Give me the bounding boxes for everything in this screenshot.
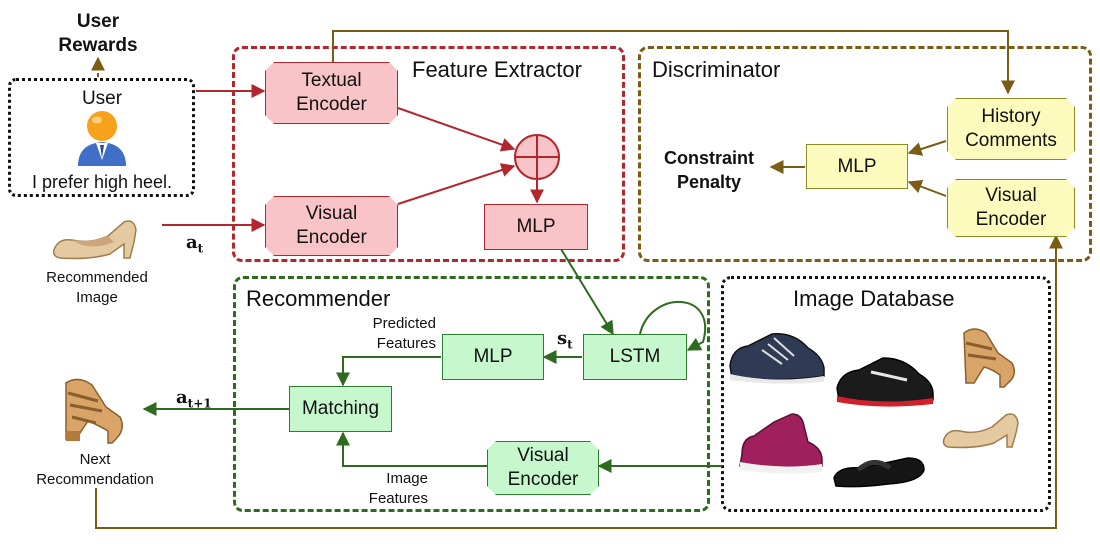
action-t1-base: a (176, 387, 188, 408)
database-sneaker-blue-image (729, 333, 825, 384)
constraint-penalty-line2: Penalty (676, 172, 742, 192)
recommended-shoe-image (52, 220, 137, 260)
database-sandal-image (833, 457, 925, 488)
state-t-base: s (557, 328, 568, 349)
predicted-features-label: Predicted Features (346, 314, 436, 354)
recommended-image-line1: Recommended (46, 269, 148, 286)
image-features-line2: Features (368, 490, 428, 507)
action-t1-label: at+1 (176, 387, 212, 411)
lstm-box: LSTM (583, 334, 687, 380)
textual-encoder-line2: Encoder (296, 94, 367, 115)
user-caption: I prefer high heel. (31, 172, 173, 192)
rec-mlp-box: MLP (442, 334, 544, 380)
database-heel-wedge-image (963, 328, 1015, 388)
user-rewards-label: User Rewards (40, 10, 156, 58)
predicted-features-line1: Predicted (372, 315, 436, 332)
next-recommendation-label: Next Recommendation (20, 450, 170, 490)
action-t-label: at (186, 232, 203, 256)
history-comments-line1: History (981, 106, 1041, 127)
database-pump-image (942, 413, 1019, 449)
next-recommendation-line1: Next (79, 451, 111, 468)
arrow-visual-to-disc-mlp (907, 179, 947, 197)
matching-box: Matching (289, 386, 392, 432)
disc-mlp-box: MLP (806, 144, 908, 189)
arrow-visual-encoder-to-matching (336, 431, 487, 467)
arrow-mlp-to-matching (336, 356, 441, 387)
state-t-label: st (557, 328, 573, 352)
arrow-visual-to-sum (397, 163, 516, 205)
arrow-mlp-to-lstm (560, 248, 614, 336)
state-t-sub: t (567, 337, 573, 352)
disc-visual-encoder-line2: Encoder (975, 209, 1047, 230)
rec-visual-encoder-line1: Visual (517, 445, 569, 466)
textual-encoder-line1: Textual (301, 70, 362, 91)
action-t-sub: t (197, 241, 204, 256)
arrow-lstm-self-loop (639, 300, 707, 351)
action-t-base: a (186, 232, 198, 253)
constraint-penalty-label: Constraint Penalty (648, 146, 770, 194)
database-sneaker-pink-image (739, 413, 823, 474)
user-rewards-line1: User (76, 11, 120, 32)
discriminator-title: Discriminator (652, 57, 781, 82)
arrow-textual-to-sum (397, 107, 516, 152)
arrow-textual-to-history (332, 30, 1015, 95)
feature-extractor-title: Feature Extractor (412, 57, 582, 82)
database-sneaker-red-image (836, 357, 934, 407)
fe-visual-encoder-line2: Encoder (296, 227, 367, 248)
next-recommendation-line2: Recommendation (36, 471, 154, 488)
user-rewards-line2: Rewards (58, 35, 138, 56)
action-t1-sub: t+1 (187, 396, 212, 411)
next-recommendation-shoe-image (65, 378, 123, 444)
recommended-image-label: Recommended Image (22, 268, 172, 308)
recommended-image-line2: Image (76, 289, 118, 306)
arrow-next-to-visual-encoder (95, 234, 1063, 529)
arrow-history-to-mlp (907, 140, 947, 156)
user-label: User (81, 88, 123, 109)
predicted-features-line2: Features (376, 335, 436, 352)
rec-visual-encoder-line2: Encoder (507, 469, 579, 490)
history-comments-line2: Comments (965, 130, 1057, 151)
image-features-label: Image Features (338, 469, 428, 509)
recommender-title: Recommender (246, 286, 391, 311)
disc-visual-encoder-line1: Visual (985, 185, 1037, 206)
image-features-line1: Image (386, 470, 428, 487)
fe-mlp-box: MLP (484, 204, 588, 250)
image-database-title: Image Database (793, 286, 955, 311)
constraint-penalty-line1: Constraint (664, 148, 754, 168)
user-avatar-icon (78, 111, 126, 166)
fe-visual-encoder-line1: Visual (305, 203, 358, 224)
